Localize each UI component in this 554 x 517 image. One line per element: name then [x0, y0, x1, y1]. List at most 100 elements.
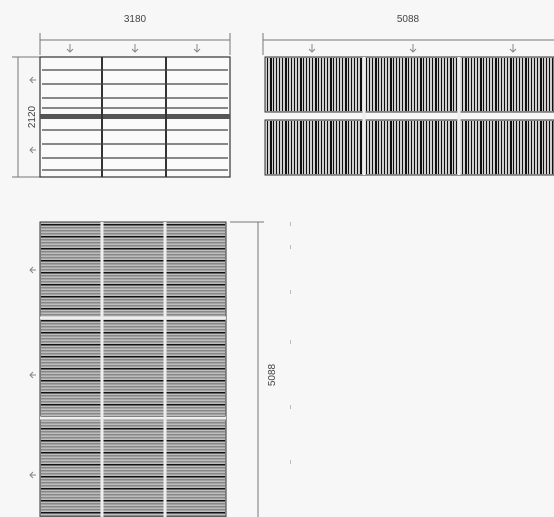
stripe: [522, 121, 523, 174]
stripe: [447, 121, 448, 174]
stripe: [41, 224, 225, 226]
stripe: [41, 464, 225, 466]
stripe: [270, 58, 272, 111]
stripe: [288, 121, 289, 174]
stripe: [429, 121, 430, 174]
stripe: [480, 121, 482, 174]
stripe: [41, 389, 225, 391]
stripe: [519, 58, 520, 111]
stripe: [390, 121, 392, 174]
top-arrow-marks: [308, 44, 517, 53]
stripe: [41, 275, 225, 277]
stripe: [492, 121, 493, 174]
stripe: [537, 121, 538, 174]
stripe: [276, 121, 277, 174]
stripe: [294, 121, 295, 174]
stripe: [534, 121, 535, 174]
stripe: [41, 323, 225, 325]
stripe: [41, 512, 225, 514]
stripe: [375, 121, 377, 174]
stripe: [444, 58, 445, 111]
stripe: [41, 293, 225, 295]
stripe: [498, 121, 499, 174]
stripe: [41, 230, 225, 232]
stripe: [315, 121, 317, 174]
stripe: [41, 404, 225, 406]
stripe: [402, 58, 403, 111]
faint-mark: [290, 340, 291, 344]
stripe: [288, 58, 289, 111]
stripe: [417, 58, 418, 111]
stripe: [531, 121, 532, 174]
stripe: [41, 515, 225, 517]
front-width-label: 3180: [124, 14, 147, 25]
stripe: [393, 58, 394, 111]
stripe: [453, 58, 454, 111]
stripe: [285, 121, 287, 174]
stripe: [474, 58, 475, 111]
stripe: [372, 58, 373, 111]
stripe: [525, 121, 527, 174]
top-stripes: [267, 57, 553, 175]
stripe: [41, 503, 225, 505]
stripe: [333, 121, 334, 174]
stripe: [378, 58, 379, 111]
stripe: [516, 58, 517, 111]
stripe: [41, 431, 225, 433]
stripe: [387, 58, 388, 111]
stripe: [381, 121, 382, 174]
stripe: [318, 58, 319, 111]
stripe: [477, 58, 478, 111]
stripe: [41, 371, 225, 373]
stripe: [41, 332, 225, 334]
stripe: [504, 121, 505, 174]
stripe: [444, 121, 445, 174]
stripe: [525, 58, 527, 111]
stripe: [41, 473, 225, 475]
stripe: [348, 121, 349, 174]
faint-mark: [290, 222, 291, 226]
stripe: [41, 374, 225, 376]
stripe: [399, 58, 400, 111]
stripe: [41, 350, 225, 352]
stripe: [41, 488, 225, 490]
arrow-icon: [409, 44, 417, 53]
stripe: [41, 266, 225, 268]
faint-mark: [290, 460, 291, 464]
stripe: [492, 58, 493, 111]
stripe: [552, 58, 553, 111]
stripe: [438, 58, 439, 111]
arrow-icon: [29, 266, 36, 274]
stripe: [540, 121, 542, 174]
top-width-label: 5088: [397, 14, 420, 25]
stripe: [390, 58, 392, 111]
stripe: [41, 245, 225, 247]
stripe: [495, 121, 497, 174]
stripe: [483, 58, 484, 111]
stripe: [41, 392, 225, 394]
stripe: [41, 251, 225, 253]
top-view: 5088: [262, 14, 554, 176]
stripe: [41, 290, 225, 292]
stripe: [465, 58, 467, 111]
stripe: [41, 383, 225, 385]
stripe: [41, 380, 225, 382]
stripe: [41, 257, 225, 259]
stripe: [267, 121, 268, 174]
stripe: [41, 254, 225, 256]
stripe: [453, 121, 454, 174]
side-height-label: 5088: [267, 363, 278, 386]
stripe: [303, 121, 304, 174]
stripe: [426, 58, 427, 111]
stripe: [41, 359, 225, 361]
stripe: [41, 410, 225, 412]
stripe: [324, 121, 325, 174]
stripe: [306, 121, 307, 174]
stripe: [41, 269, 225, 271]
stripe: [41, 284, 225, 286]
stripe: [510, 121, 512, 174]
stripe: [41, 242, 225, 244]
side-view: 5088: [29, 221, 291, 517]
stripe: [41, 320, 225, 322]
